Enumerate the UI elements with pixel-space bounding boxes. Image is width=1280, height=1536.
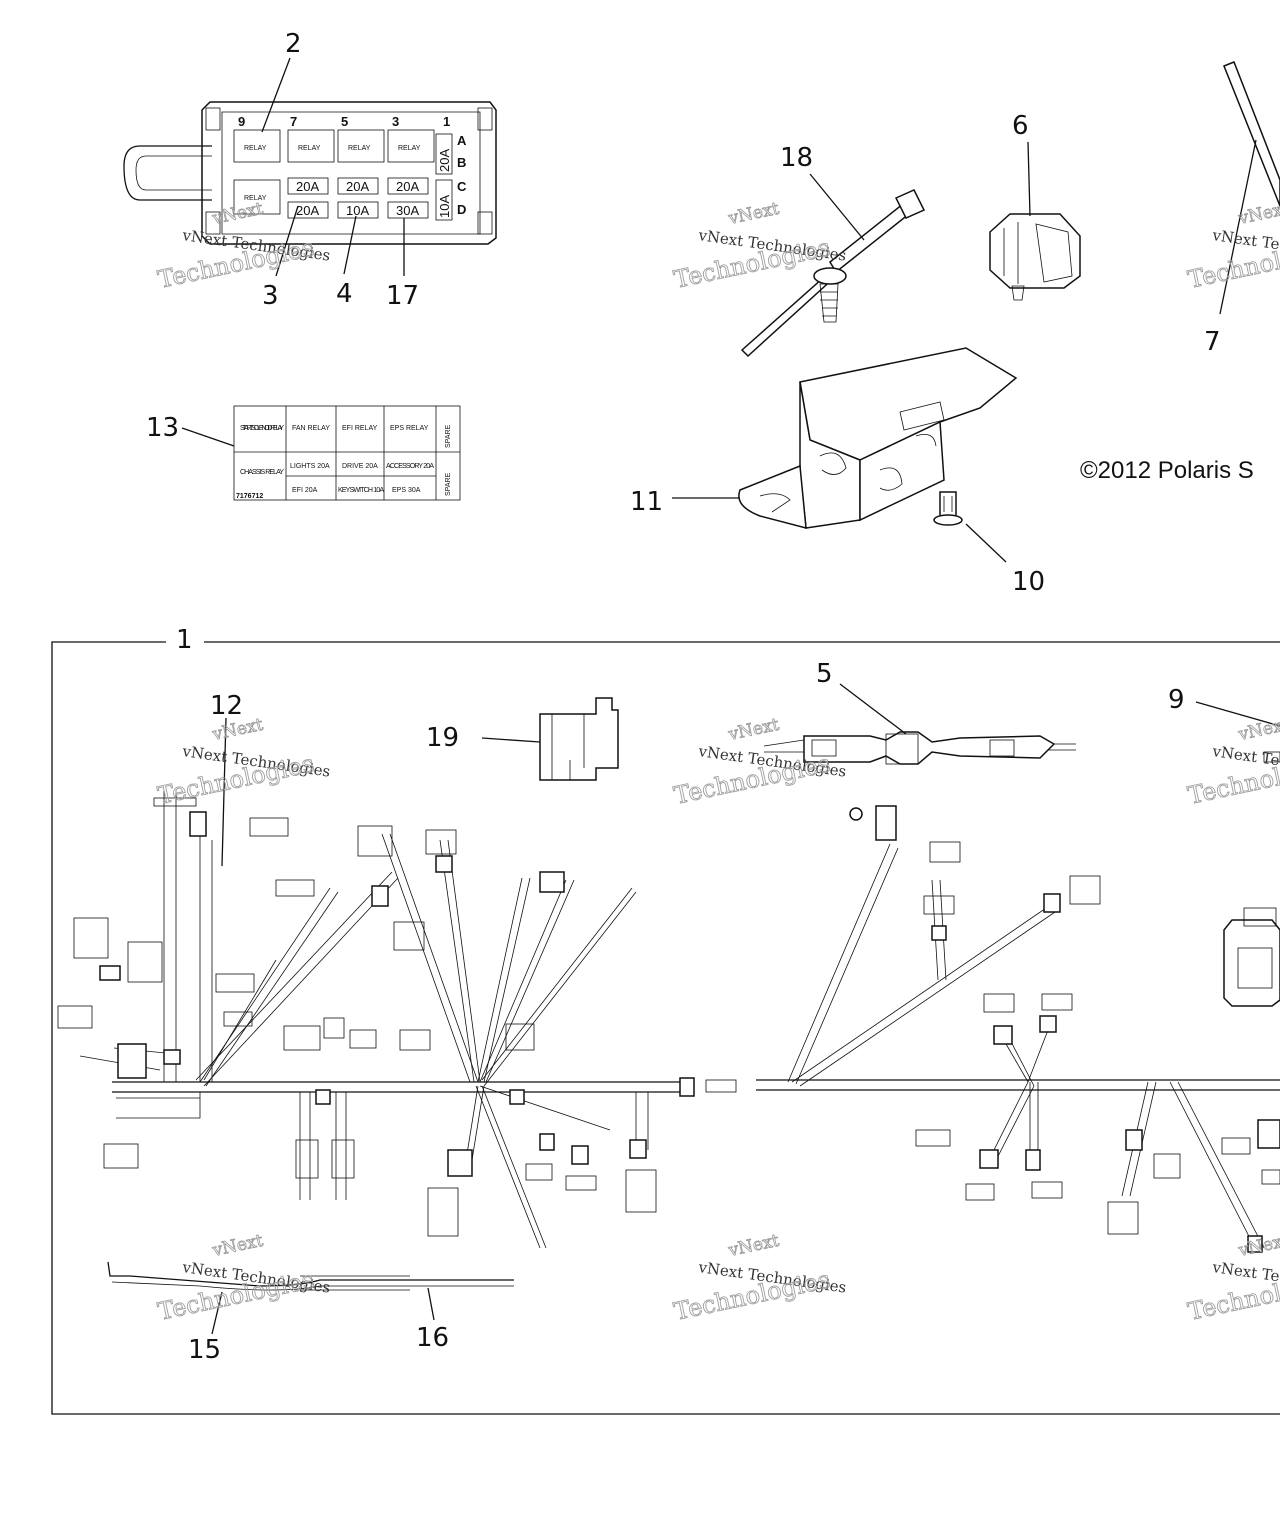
callout-11: 11 [630,487,663,517]
decal-spare-2: SPARE [445,472,452,496]
fuse-box: 9 7 5 3 1 A B C D RELAY RELAY RELAY RELA… [123,101,497,245]
harness-tag [1223,907,1280,1007]
fuse-d3: 30A [396,203,419,218]
callout-6: 6 [1012,111,1029,141]
decal-start-solenoid: START SOLENOID RELAY [240,425,284,432]
decal-accessory: ACCESSORY 20A [386,463,434,470]
relay-label-2: RELAY [298,145,321,152]
decal-chassis-relay: CHASSIS RELAY [240,469,284,476]
fuse-d2: 10A [346,203,369,218]
callout-18: 18 [780,143,813,173]
callout-5: 5 [816,659,833,689]
decal-part-number: 7176712 [236,493,263,500]
connector-clip [989,213,1081,301]
cables-15-16 [107,1261,514,1291]
fuse-c1: 20A [296,179,319,194]
callout-15: 15 [188,1335,221,1365]
copyright-notice: ©2012 Polaris S [1080,457,1254,484]
callout-16: 16 [416,1323,449,1353]
svg-text:vNext: vNext [726,199,781,229]
right-harness-tables [915,841,1280,1235]
fuse-row-a: A [457,133,467,148]
decal-eps-relay: EPS RELAY [390,425,429,432]
svg-text:vNext: vNext [726,715,781,745]
fuse-d1: 20A [296,203,319,218]
fuse-side-cd: 10A [437,195,452,218]
callout-1: 1 [176,625,193,655]
watermark-8: vNext vNext Technologies Technologies [671,1230,848,1326]
fuse-row-b: B [457,155,466,170]
fuse-side-ab: 20A [437,149,452,172]
decal-eps: EPS 30A [392,487,421,494]
watermark-9: vNext vNext Technologies Technologies [1185,1230,1280,1326]
watermark-7: vNext vNext Technologies Technologies [155,1230,332,1326]
relay-label-5: RELAY [244,195,267,202]
main-harness-left [79,790,695,1249]
decal-fan-relay: FAN RELAY [292,425,330,432]
fuse-c2: 20A [346,179,369,194]
callout-9: 9 [1168,685,1185,715]
main-harness-right [756,805,1280,1253]
relay-label-4: RELAY [398,145,421,152]
fuse-decal: START SOLENOID RELAY FAN RELAY EFI RELAY… [233,405,461,501]
watermark-4: vNext vNext Technologies Technologies [155,714,332,810]
callout-19: 19 [426,723,459,753]
svg-text:vNext: vNext [210,1231,265,1261]
callout-13: 13 [146,413,179,443]
fuse-row-d: D [457,202,466,217]
svg-text:vNext: vNext [726,1231,781,1261]
callout-3: 3 [262,281,279,311]
watermark-3: vNext vNext Technologies Technologies [1185,198,1280,294]
decal-efi-relay: EFI RELAY [342,425,378,432]
callout-12: 12 [210,691,243,721]
left-harness-tables [57,797,737,1237]
push-rivet [933,491,963,526]
decal-spare-1: SPARE [445,424,452,448]
decal-lights: LIGHTS 20A [290,463,330,470]
fuse-position-3: 3 [392,114,399,129]
callout-10: 10 [1012,567,1045,597]
callout-2: 2 [285,29,302,59]
decal-drive: DRIVE 20A [342,463,378,470]
callout-7: 7 [1204,327,1221,357]
relay-label-1: RELAY [244,145,267,152]
connector-19 [539,697,619,781]
fuse-position-7: 7 [290,114,297,129]
watermark-5: vNext vNext Technologies Technologies [671,714,848,810]
fuse-row-c: C [457,179,467,194]
mounting-bracket [738,347,1018,529]
tie-strap [740,189,926,358]
decal-keyswitch: KEYSWITCH 10A [338,487,384,494]
callout-4: 4 [336,279,353,309]
callout-17: 17 [386,281,419,311]
fuse-position-9: 9 [238,114,245,129]
decal-efi: EFI 20A [292,487,318,494]
relay-label-3: RELAY [348,145,371,152]
watermark-6: vNext vNext Technologies Technologies [1185,714,1280,810]
fuse-c3: 20A [396,179,419,194]
fuse-position-5: 5 [341,114,348,129]
fuse-position-1: 1 [443,114,450,129]
connector-5 [763,731,1076,765]
